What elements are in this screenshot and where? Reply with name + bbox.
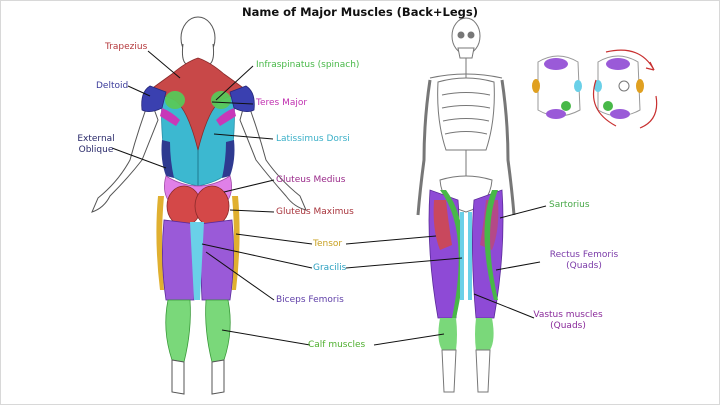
label-latissimus-dorsi: Latissimus Dorsi xyxy=(276,134,350,144)
label-vastus-muscles: Vastus muscles (Quads) xyxy=(528,310,608,332)
label-gluteus-maximus: Gluteus Maximus xyxy=(276,207,354,217)
label-infraspinatus: Infraspinatus (spinach) xyxy=(256,60,360,70)
skeleton-figure xyxy=(416,17,516,216)
label-vastus-line2: (Quads) xyxy=(550,321,586,331)
label-external-oblique-line2: Oblique xyxy=(78,145,114,155)
label-gluteus-medius: Gluteus Medius xyxy=(276,175,346,185)
front-leg-muscles xyxy=(428,189,504,393)
label-biceps-femoris: Biceps Femoris xyxy=(276,295,344,305)
label-external-oblique-line1: External xyxy=(77,134,115,144)
label-rectus-femoris-line2: (Quads) xyxy=(566,261,602,271)
label-tensor: Tensor xyxy=(313,239,343,249)
rotation-diagram-icon xyxy=(532,49,658,129)
back-figure xyxy=(91,16,307,395)
label-external-oblique: External Oblique xyxy=(74,134,118,156)
label-calf-muscles: Calf muscles xyxy=(308,340,366,350)
label-vastus-line1: Vastus muscles xyxy=(533,310,603,320)
leader-lines xyxy=(111,50,547,346)
label-teres-major: Teres Major xyxy=(256,98,308,108)
page-title: Name of Major Muscles (Back+Legs) xyxy=(241,5,479,19)
label-rectus-femoris: Rectus Femoris (Quads) xyxy=(540,250,628,272)
label-gracilis: Gracilis xyxy=(313,263,347,273)
label-sartorius: Sartorius xyxy=(549,200,590,210)
label-rectus-femoris-line1: Rectus Femoris xyxy=(549,250,619,260)
label-deltoid: Deltoid xyxy=(96,81,129,91)
label-trapezius: Trapezius xyxy=(105,42,148,52)
